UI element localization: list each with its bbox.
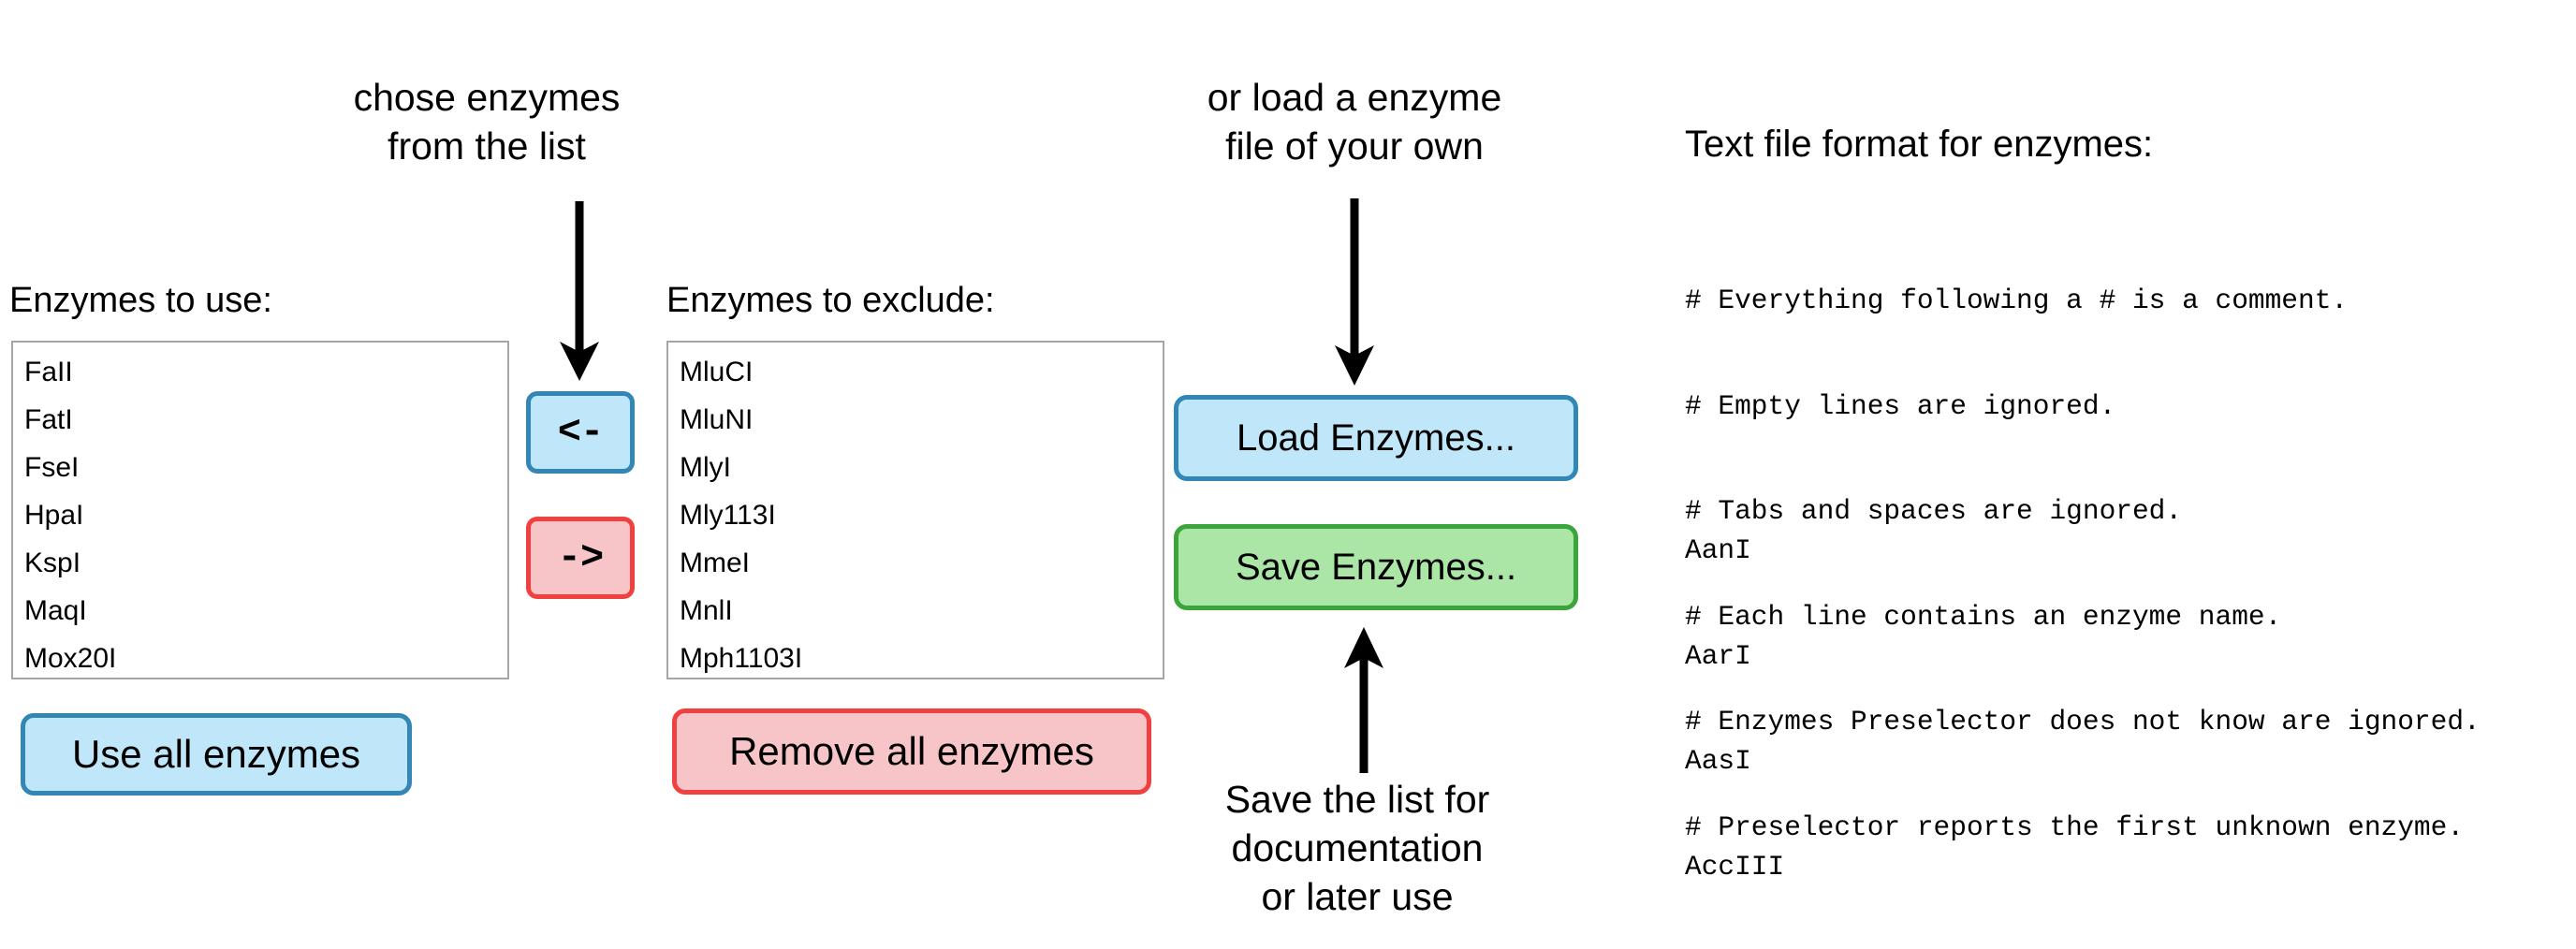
list-item[interactable]: KspI: [24, 548, 81, 578]
enzyme-line: AasI: [1685, 745, 1751, 777]
enzymes-to-exclude-heading: Enzymes to exclude:: [666, 281, 995, 320]
enzymes-to-exclude-listbox[interactable]: MluCI MluNI MlyI Mly113I MmeI MnlI Mph11…: [666, 341, 1164, 679]
enzyme-line: AccIII: [1685, 850, 1785, 883]
list-item[interactable]: MluNI: [680, 404, 754, 435]
remove-all-enzymes-button[interactable]: Remove all enzymes: [672, 708, 1151, 795]
comment-line: # Enzymes Preselector does not know are …: [1685, 706, 2481, 737]
list-item[interactable]: Mph1103I: [680, 643, 803, 674]
enzymes-to-use-heading: Enzymes to use:: [9, 281, 272, 320]
list-item[interactable]: FatI: [24, 404, 73, 435]
list-item[interactable]: MluCI: [680, 357, 754, 387]
annotation-load-enzyme-file: or load a enzyme file of your own: [1207, 76, 1502, 168]
arrow-down-to-transfer-buttons: [554, 201, 605, 381]
text-file-format-title: Text file format for enzymes:: [1685, 124, 2154, 165]
list-item[interactable]: MaqI: [24, 595, 87, 626]
list-item[interactable]: Mly113I: [680, 500, 776, 531]
list-item[interactable]: MlyI: [680, 452, 731, 483]
list-item[interactable]: HpaI: [24, 500, 84, 531]
text-file-format-comments: # Everything following a # is a comment.…: [1685, 213, 2481, 915]
arrow-down-to-load-button: [1329, 198, 1380, 386]
enzyme-line: AarI: [1685, 639, 1751, 672]
list-item[interactable]: Mox20I: [24, 643, 117, 674]
move-right-button[interactable]: ->: [526, 517, 635, 599]
list-item[interactable]: FaII: [24, 357, 73, 387]
comment-line: # Each line contains an enzyme name.: [1685, 600, 2282, 633]
comment-line: # Preselector reports the first unknown …: [1685, 810, 2465, 843]
list-item[interactable]: MnlI: [680, 595, 733, 626]
load-enzymes-button[interactable]: Load Enzymes...: [1174, 395, 1578, 481]
list-item[interactable]: FseI: [24, 452, 80, 483]
enzyme-line: AanI: [1685, 534, 1751, 566]
save-enzymes-button[interactable]: Save Enzymes...: [1174, 524, 1578, 610]
move-left-button[interactable]: <-: [526, 391, 635, 474]
comment-line: # Tabs and spaces are ignored.: [1685, 495, 2183, 527]
comment-line: # Empty lines are ignored.: [1685, 389, 2116, 422]
use-all-enzymes-button[interactable]: Use all enzymes: [21, 713, 412, 796]
comment-line: # Everything following a # is a comment.: [1685, 285, 2349, 316]
text-file-format-enzyme-list: AanI AarI AasI AccIII Acc16I Acc36I Acc6…: [1685, 463, 1784, 949]
arrow-up-to-save-button: [1339, 627, 1389, 773]
annotation-choose-enzymes: chose enzymes from the list: [353, 76, 621, 168]
list-item[interactable]: MmeI: [680, 548, 750, 578]
enzymes-to-use-listbox[interactable]: FaII FatI FseI HpaI KspI MaqI Mox20I: [11, 341, 509, 679]
annotation-save-list: Save the list for documentation or later…: [1224, 778, 1490, 919]
